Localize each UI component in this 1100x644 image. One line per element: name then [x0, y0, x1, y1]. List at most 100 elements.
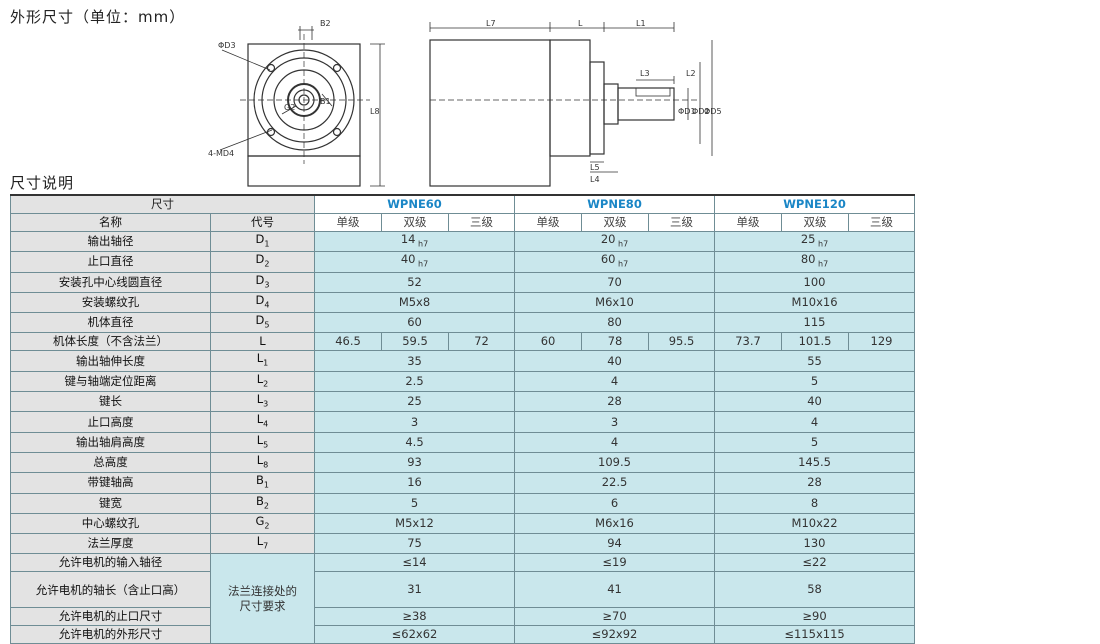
row-name: 总高度	[10, 451, 211, 474]
header-code: 代号	[210, 213, 315, 232]
label-b2: B2	[320, 19, 331, 28]
value-cell: 55	[714, 350, 916, 372]
value-cell: M6x10	[514, 291, 716, 314]
row-name: 允许电机的止口尺寸	[10, 607, 211, 627]
value-cell: 58	[714, 571, 916, 609]
value-cell: 40	[714, 391, 916, 413]
row-code: D1	[210, 230, 315, 253]
value-cell: ≤115x115	[714, 625, 916, 644]
value-cell: 80 h7	[714, 251, 916, 273]
row-code: B1	[210, 472, 315, 494]
code-subscript: 1	[264, 239, 270, 249]
table-row: 允许电机的输入轴径法兰连接处的尺寸要求≤14≤19≤22	[10, 553, 916, 644]
row-name: 输出轴伸长度	[10, 350, 211, 372]
value-cell: 60	[313, 312, 516, 334]
row-code: L7	[210, 533, 315, 555]
value-cell: 5	[313, 492, 516, 514]
value-cell: 46.5	[314, 332, 382, 352]
value-cell: 14 h7	[313, 230, 516, 253]
code-subscript: 4	[264, 300, 270, 310]
value-cell: 31	[313, 571, 516, 609]
value-cell: M10x22	[714, 512, 916, 535]
value-cell: 28	[514, 391, 716, 413]
label-l5: L5	[590, 163, 600, 172]
stage-header: 三级	[648, 213, 716, 232]
tolerance-subscript: h7	[815, 259, 829, 269]
value-cell: 78	[581, 332, 650, 352]
row-name: 机体长度（不含法兰）	[10, 332, 211, 352]
value-cell: 75	[313, 533, 516, 555]
value-cell: 4	[514, 370, 716, 393]
value-cell: ≤14	[313, 553, 516, 573]
code-subscript: 3	[263, 399, 269, 409]
stage-header: 双级	[581, 213, 650, 232]
value-cell: 52	[313, 271, 516, 293]
label-l7: L7	[486, 19, 496, 28]
row-name: 输出轴径	[10, 230, 211, 253]
code-subscript: 1	[263, 358, 269, 368]
row-name: 止口直径	[10, 251, 211, 273]
model-header: WPNE80	[514, 194, 716, 214]
value-cell: 4	[514, 431, 716, 453]
row-name: 机体直径	[10, 312, 211, 334]
value-cell: 73.7	[714, 332, 783, 352]
row-code: D3	[210, 271, 315, 293]
row-code: B2	[210, 492, 315, 514]
row-name: 允许电机的轴长（含止口高）	[10, 571, 211, 609]
code-subscript: 7	[263, 541, 269, 551]
value-cell: 5	[714, 431, 916, 453]
row-code: D2	[210, 251, 315, 273]
value-cell: 115	[714, 312, 916, 334]
label-md4: 4-MD4	[208, 149, 234, 158]
model-header: WPNE60	[313, 194, 516, 214]
model-header: WPNE120	[714, 194, 916, 214]
value-cell: 3	[313, 411, 516, 433]
row-code: D4	[210, 291, 315, 314]
code-subscript: 2	[264, 521, 270, 531]
label-l: L	[578, 19, 583, 28]
value-cell: 145.5	[714, 451, 916, 474]
label-l2: L2	[686, 69, 696, 78]
page-title: 外形尺寸（单位：mm）	[10, 8, 186, 26]
header-size: 尺寸	[10, 194, 315, 214]
row-name: 安装孔中心线圆直径	[10, 271, 211, 293]
stage-header: 单级	[714, 213, 783, 232]
value-cell: 94	[514, 533, 716, 555]
tolerance-subscript: h7	[415, 239, 429, 249]
value-cell: M6x16	[514, 512, 716, 535]
row-code: L1	[210, 350, 315, 372]
label-g2: G2	[284, 103, 295, 112]
side-view-flange	[429, 39, 551, 187]
value-cell: 59.5	[381, 332, 449, 352]
value-cell: 8	[714, 492, 916, 514]
table-row: 允许电机的止口尺寸≥38≥70≥90	[10, 607, 916, 627]
row-name: 止口高度	[10, 411, 211, 433]
value-cell: 5	[714, 370, 916, 393]
value-cell: 4.5	[313, 431, 516, 453]
value-cell: 35	[313, 350, 516, 372]
label-l1: L1	[636, 19, 646, 28]
value-cell: ≤92x92	[514, 625, 716, 644]
stage-header: 双级	[781, 213, 850, 232]
value-cell: 25 h7	[714, 230, 916, 253]
row-name: 安装螺纹孔	[10, 291, 211, 314]
stage-header: 双级	[381, 213, 449, 232]
row-name: 输出轴肩高度	[10, 431, 211, 453]
code-subscript: 5	[264, 320, 270, 330]
spec-table: 尺寸 WPNE60 WPNE80 WPNE120 名称 代号 单级 双级 三级 …	[10, 194, 916, 644]
code-subscript: 8	[263, 460, 269, 470]
value-cell: 28	[714, 472, 916, 494]
value-cell: 100	[714, 271, 916, 293]
row-name: 中心螺纹孔	[10, 512, 211, 535]
header-name: 名称	[10, 213, 211, 232]
section-title: 尺寸说明	[10, 174, 75, 192]
value-cell: 70	[514, 271, 716, 293]
